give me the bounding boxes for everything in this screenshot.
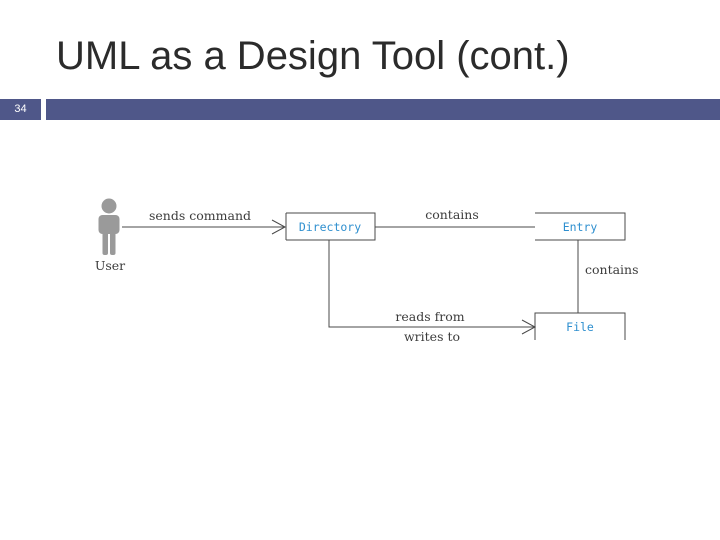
contains-directory-entry-label: contains [425,207,479,222]
title-rule [46,99,720,120]
contains-entry-file-label: contains [585,262,639,277]
reads-writes-line [328,240,534,328]
writes-to-label: writes to [404,329,460,344]
user-actor-label: User [95,258,125,273]
reads-from-label: reads from [395,309,464,324]
sends-command-arrowhead [271,219,287,235]
file-class-box [534,312,626,340]
file-class-name: File [566,320,594,334]
page-number-badge: 34 [0,99,41,120]
directory-class-name: Directory [299,220,361,234]
entry-class-box [535,212,626,241]
entry-class-name: Entry [563,220,598,234]
user-actor-icon [98,198,120,255]
sends-command-label: sends command [149,208,251,223]
slide-title: UML as a Design Tool (cont.) [56,34,570,78]
